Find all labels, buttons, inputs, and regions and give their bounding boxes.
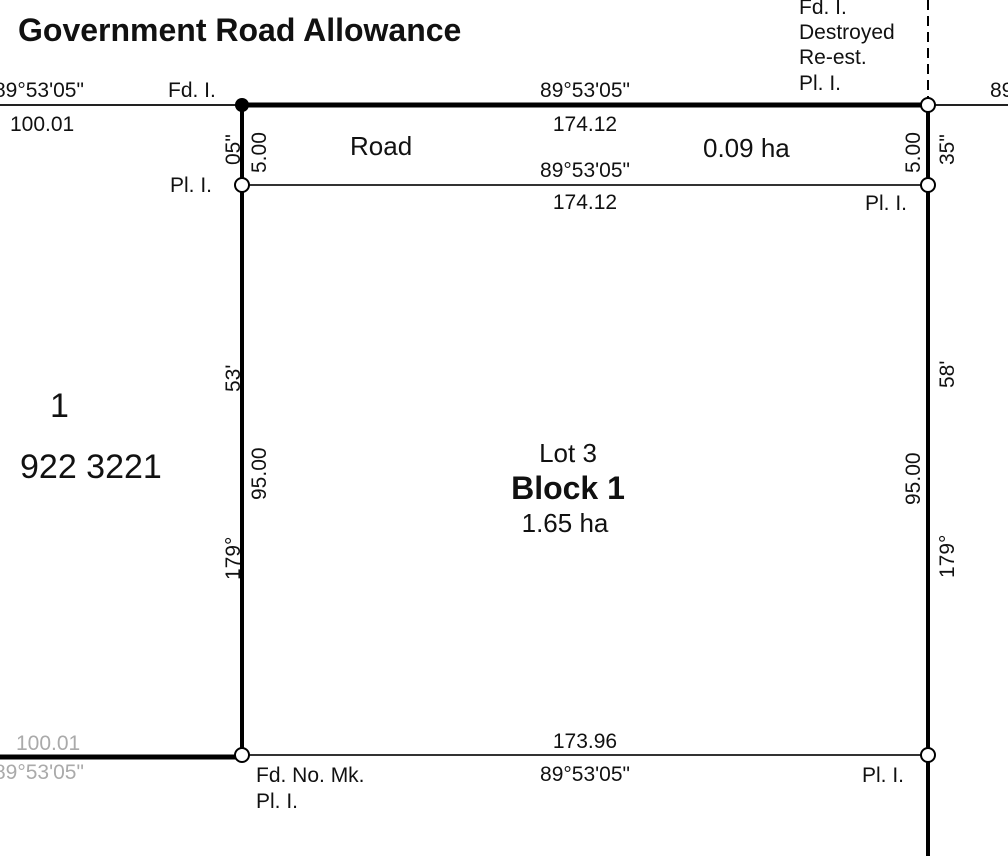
east-adjacent-top-bearing: 89 [990,79,1008,102]
east-road-distance: 5.00 [902,132,925,173]
se-monument-label: Pl. I. [862,764,904,787]
west-adjacent-top-distance: 100.01 [10,113,74,136]
west-side-bearing-a: 53' [222,365,245,392]
west-adjacent-bottom-bearing: 89°53'05" [0,761,84,784]
top-distance: 174.12 [553,113,617,136]
west-adjacent-top-bearing: 89°53'05" [0,79,84,102]
placed-iron-marker [234,747,250,763]
neighbor-plan-number: 922 3221 [20,448,162,486]
ne-road-monument-label: Pl. I. [865,192,907,215]
road-label: Road [350,131,412,161]
sw-monument-line-1: Fd. No. Mk. [256,764,365,787]
placed-iron-marker [234,177,250,193]
neighbor-lot-number: 1 [50,387,69,425]
placed-iron-marker [920,97,936,113]
found-iron-marker [235,98,249,112]
east-road-bearing: 35" [936,134,959,165]
nw-road-monument-label: Pl. I. [170,174,212,197]
west-side-distance: 95.00 [248,447,271,500]
west-road-bearing: 05" [222,134,245,165]
block-number: Block 1 [511,470,625,506]
lot-number: Lot 3 [539,438,597,468]
west-adjacent-bottom-distance: 100.01 [16,732,80,755]
east-side-distance: 95.00 [902,452,925,505]
ne-monument-line-1: Fd. I. [799,0,847,19]
road-south-bearing: 89°53'05" [540,159,630,182]
lot-area: 1.65 ha [522,508,609,538]
road-south-distance: 174.12 [553,191,617,214]
east-side-bearing-b: 179° [936,535,959,578]
ne-monument-line-3: Re-est. [799,46,867,69]
placed-iron-marker [920,177,936,193]
road-area: 0.09 ha [703,133,790,163]
nw-monument-label: Fd. I. [168,79,216,102]
bottom-distance: 173.96 [553,730,617,753]
west-side-bearing-b: 179° [222,537,245,580]
top-bearing: 89°53'05" [540,79,630,102]
ne-monument-line-4: Pl. I. [799,72,841,95]
bottom-bearing: 89°53'05" [540,763,630,786]
placed-iron-marker [920,747,936,763]
sw-monument-line-2: Pl. I. [256,790,298,813]
east-side-bearing-a: 58' [936,361,959,388]
west-road-distance: 5.00 [248,132,271,173]
title: Government Road Allowance [18,12,461,48]
ne-monument-line-2: Destroyed [799,21,895,44]
